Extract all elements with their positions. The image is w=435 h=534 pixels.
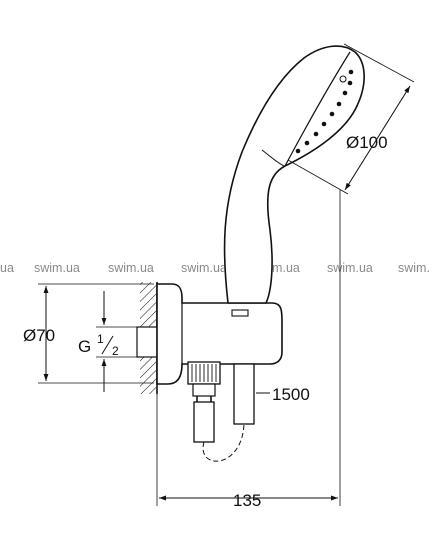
watermark-text: swim.ua — [108, 261, 154, 275]
spray-nozzle-icon — [348, 69, 354, 75]
hose-left-segment — [193, 401, 215, 443]
dimension-projection: 135 — [156, 190, 341, 510]
rosette-diameter-label: Ø70 — [23, 326, 55, 345]
spray-nozzle-icon — [339, 75, 347, 83]
spray-nozzle-icon — [347, 80, 353, 86]
dimension-rosette-diameter: Ø70 — [23, 283, 154, 384]
watermark-row: ua swim.ua swim.ua swim.ua swim.ua swim.… — [0, 261, 430, 275]
spray-nozzle-icon — [313, 131, 319, 137]
watermark-text: swim.ua — [181, 261, 227, 275]
dimension-hose-length: 1500 — [256, 385, 310, 404]
spray-diameter-label: Ø100 — [346, 133, 388, 152]
outlet-body — [156, 283, 283, 385]
hose-ferrule — [192, 383, 216, 397]
watermark-fragment-right: swim. — [398, 261, 430, 275]
hose-right-segment — [233, 363, 255, 425]
thread-prefix-label: G — [78, 337, 91, 356]
thread-connector — [136, 326, 158, 358]
spray-nozzle-icon — [329, 111, 335, 117]
spray-nozzle-icon — [304, 140, 310, 146]
spray-face-edge — [284, 51, 351, 167]
dimension-spray-diameter: Ø100 — [287, 43, 415, 195]
fraction-slash — [101, 335, 114, 355]
watermark-fragment-left: ua — [0, 261, 14, 275]
projection-label: 135 — [233, 491, 261, 510]
hose-assembly — [187, 361, 255, 462]
thread-denominator-label: 2 — [112, 344, 119, 358]
wall-outlet-elbow — [136, 283, 283, 385]
shower-handle — [223, 45, 365, 304]
watermark-text: swim.ua — [327, 261, 373, 275]
spray-nozzle-icon — [321, 121, 327, 127]
hose-continuation — [202, 423, 245, 462]
spray-nozzle-icon — [295, 148, 301, 154]
dimension-thread: G 1 2 — [78, 291, 137, 392]
spray-nozzle-icon — [336, 101, 342, 107]
thread-numerator-label: 1 — [97, 332, 104, 346]
hose-length-label: 1500 — [272, 385, 310, 404]
holder-notch — [231, 309, 249, 317]
spray-nozzle-icon — [342, 90, 348, 96]
watermark-text: swim.ua — [34, 261, 80, 275]
head-neck-line — [261, 149, 285, 167]
hand-shower — [223, 45, 365, 304]
